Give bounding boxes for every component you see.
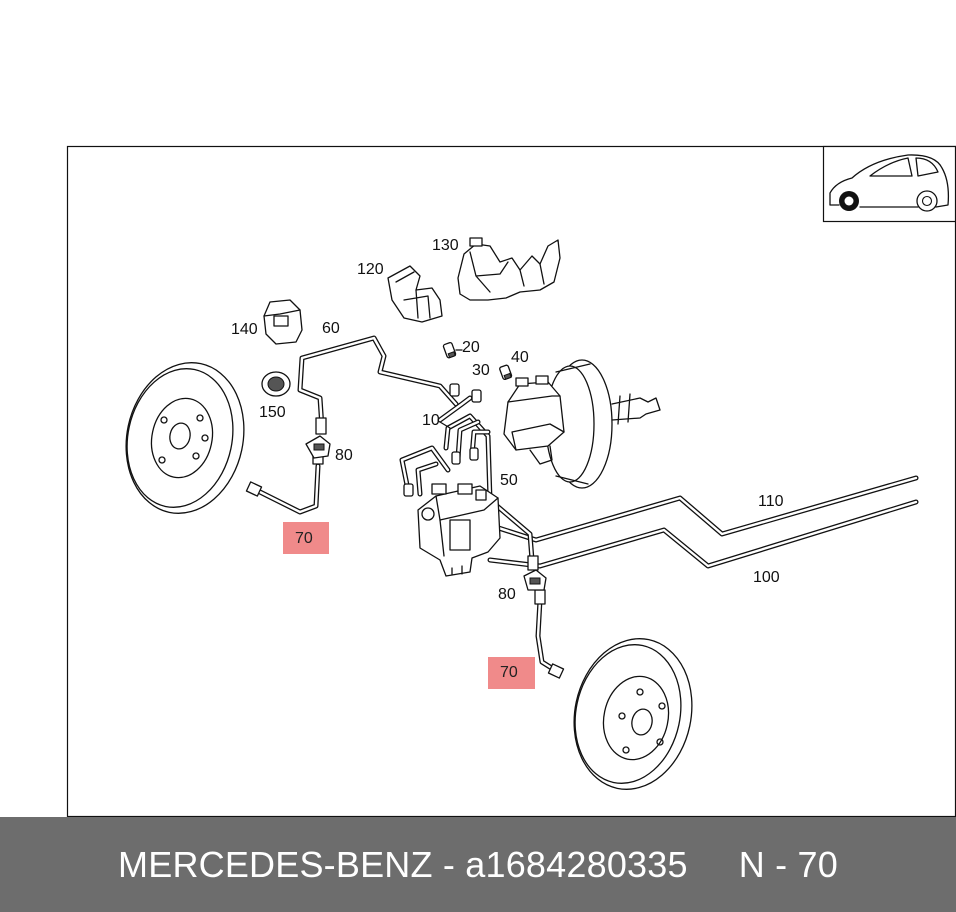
right-brake-disc [573,638,693,790]
leader-lines [439,349,463,429]
label-10: 10 [422,412,440,429]
label-70-right: 70 [500,664,518,681]
rail-130 [457,237,561,301]
bracket-120 [387,265,443,323]
bracket-80-right [523,569,547,591]
bracket-80-left [305,435,331,459]
brake-line-110 [477,475,919,543]
label-80-right: 80 [498,586,516,603]
label-130: 130 [432,237,459,254]
brake-hose-70-left [245,417,327,515]
grommet-140 [263,299,303,345]
label-100: 100 [753,569,780,586]
label-20: 20 [462,339,480,356]
label-70-left: 70 [295,530,313,547]
brake-lines-10-50 [399,395,535,563]
label-110: 110 [758,493,784,510]
label-50: 50 [500,472,518,489]
label-120: 120 [357,261,384,278]
fitting-20 [442,341,457,359]
seal-150 [261,371,291,397]
master-cylinder [503,375,565,465]
label-30: 30 [472,362,490,379]
brake-line-100 [487,499,919,569]
label-40: 40 [511,349,529,366]
highlight-box-70-right [488,657,535,689]
label-150: 150 [259,404,286,421]
label-60: 60 [322,320,340,337]
car-thumbnail-icon [822,145,956,223]
label-140: 140 [231,321,258,338]
brake-hose-70-right [527,555,565,679]
label-80-left: 80 [335,447,353,464]
left-brake-disc [125,362,245,514]
fitting-30 [499,364,513,381]
abs-hydraulic-unit [417,483,501,577]
part-number-caption: MERCEDES-BENZ - a1684280335 N - 70 [118,843,838,885]
brake-line-60 [297,335,459,431]
footer-bar: MERCEDES-BENZ - a1684280335 N - 70 [0,817,956,912]
fitting-cluster [403,383,482,497]
highlight-box-70-left [283,522,329,554]
